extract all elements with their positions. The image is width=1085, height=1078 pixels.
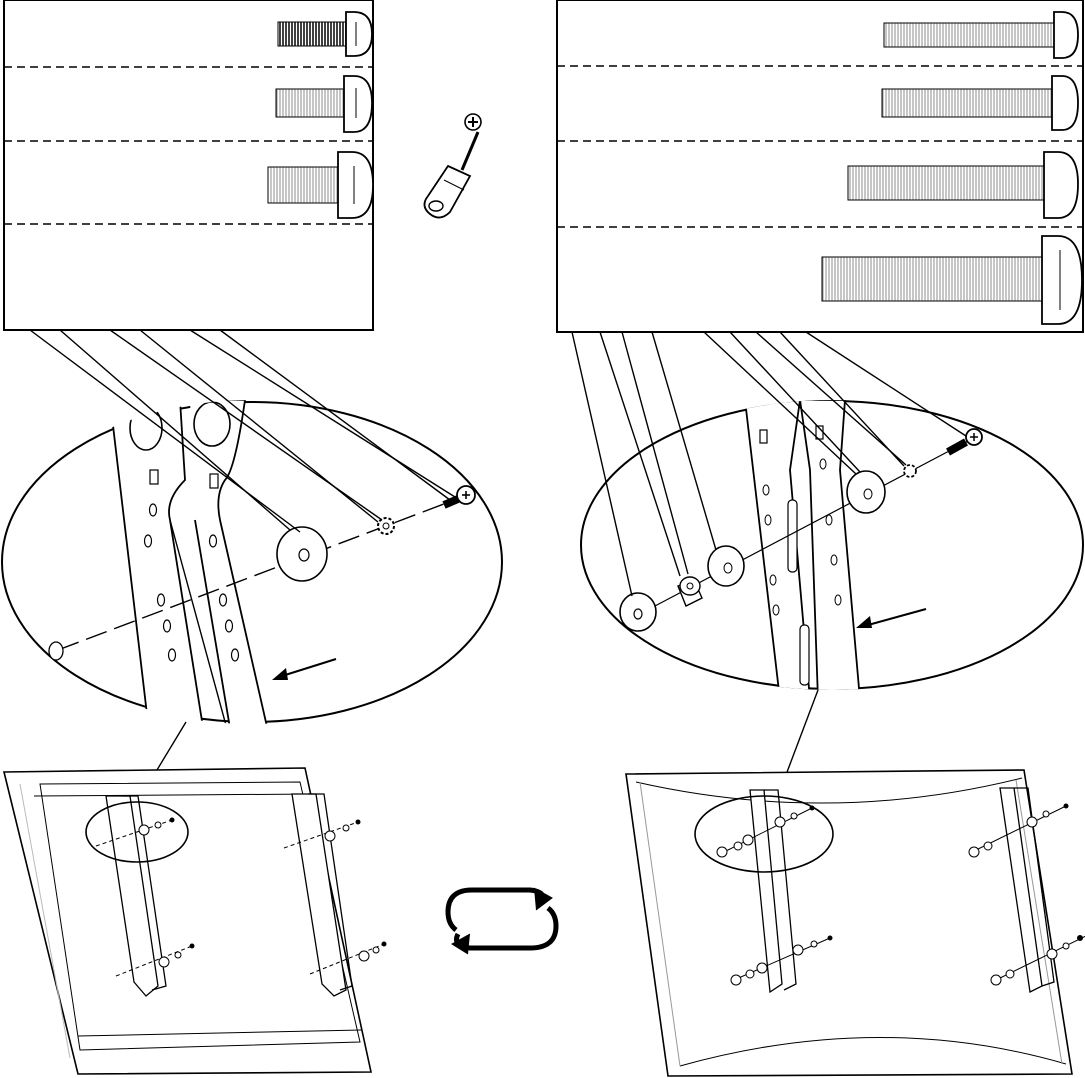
left-detail-callout: [2, 400, 502, 740]
left-tv-back-panel: [4, 768, 387, 1074]
washer-icon: [708, 546, 744, 586]
lock-washer-icon: [904, 465, 916, 477]
phillips-screwdriver-icon: [424, 132, 478, 218]
phillips-cross-icon: [465, 114, 481, 130]
washer-icon: [847, 471, 885, 513]
right-detail-callout: [581, 400, 1083, 700]
spacer-washer-icon: [620, 593, 656, 631]
rotate-arrows-icon: [448, 888, 556, 954]
left-hardware-panel: [4, 0, 373, 330]
right-hardware-panel: [557, 0, 1083, 332]
lock-washer-icon: [378, 518, 394, 534]
washer-icon: [277, 527, 327, 581]
right-tv-back-panel: [626, 770, 1085, 1076]
